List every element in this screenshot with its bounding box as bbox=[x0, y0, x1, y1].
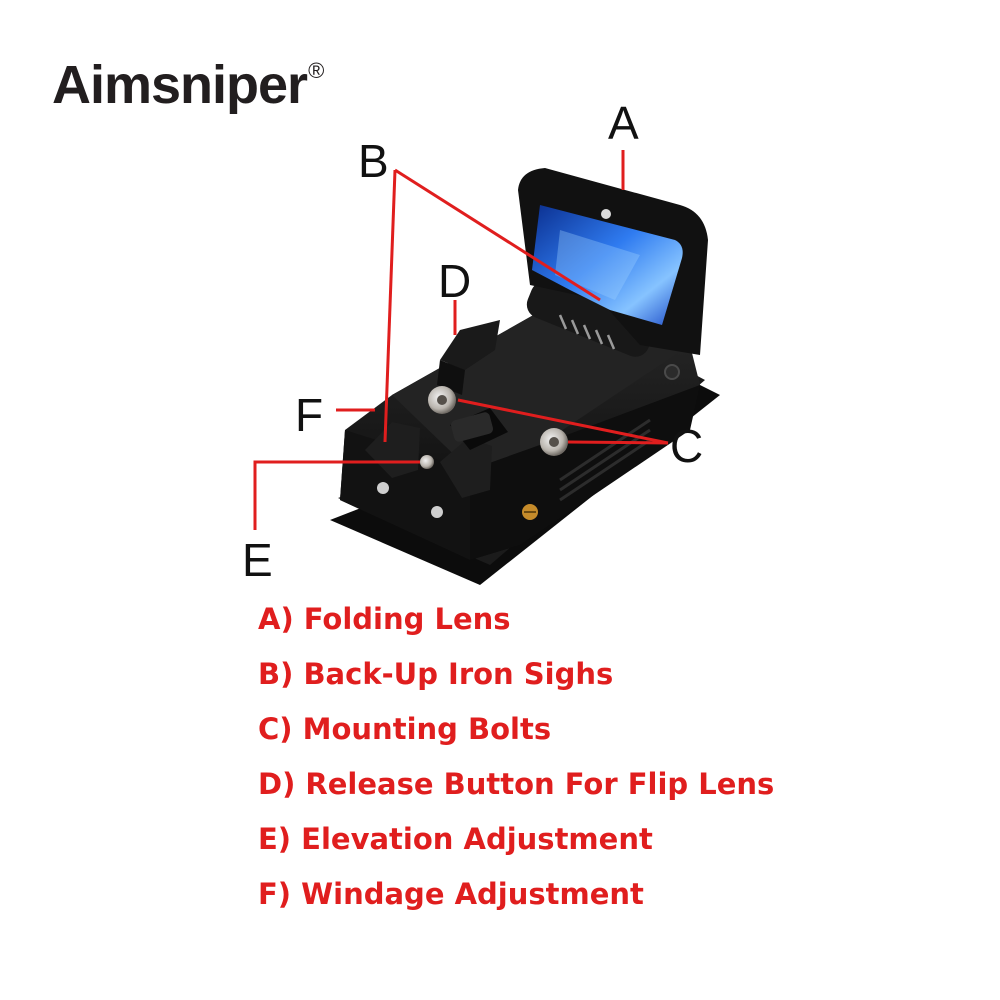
legend-item-folding-lens: A) Folding Lens bbox=[258, 602, 511, 636]
legend-item-release-button: D) Release Button For Flip Lens bbox=[258, 767, 775, 801]
windage-screw bbox=[522, 504, 538, 520]
callout-a: A bbox=[608, 97, 639, 149]
registered-mark: ® bbox=[308, 58, 324, 83]
brand-name: Aimsniper bbox=[52, 55, 308, 115]
legend-item-elevation: E) Elevation Adjustment bbox=[258, 822, 653, 856]
leader-e bbox=[253, 460, 420, 530]
elevation-screw bbox=[377, 455, 443, 518]
legend-item-iron-sights: B) Back-Up Iron Sighs bbox=[258, 657, 614, 691]
callout-e: E bbox=[242, 534, 273, 586]
leader-c-1 bbox=[457, 398, 669, 445]
lens-hinge bbox=[526, 281, 680, 380]
leader-b-2 bbox=[383, 169, 397, 443]
leader-b-1 bbox=[394, 168, 601, 302]
callout-f: F bbox=[295, 389, 324, 441]
callout-b: B bbox=[358, 135, 389, 187]
parts-legend: A) Folding Lens B) Back-Up Iron Sighs C)… bbox=[258, 598, 774, 928]
callout-c: C bbox=[670, 420, 704, 472]
legend-item-mounting-bolts: C) Mounting Bolts bbox=[258, 712, 552, 746]
callout-d: D bbox=[438, 255, 472, 307]
rear-sight-block bbox=[365, 408, 508, 498]
mounting-bolts bbox=[428, 386, 568, 456]
legend-item-windage: F) Windage Adjustment bbox=[258, 877, 644, 911]
leader-lines bbox=[253, 150, 669, 530]
leader-c-2 bbox=[567, 440, 669, 445]
sight-illustration bbox=[253, 150, 720, 585]
folding-lens bbox=[518, 168, 708, 355]
brand-logo: Aimsniper® bbox=[52, 55, 324, 115]
